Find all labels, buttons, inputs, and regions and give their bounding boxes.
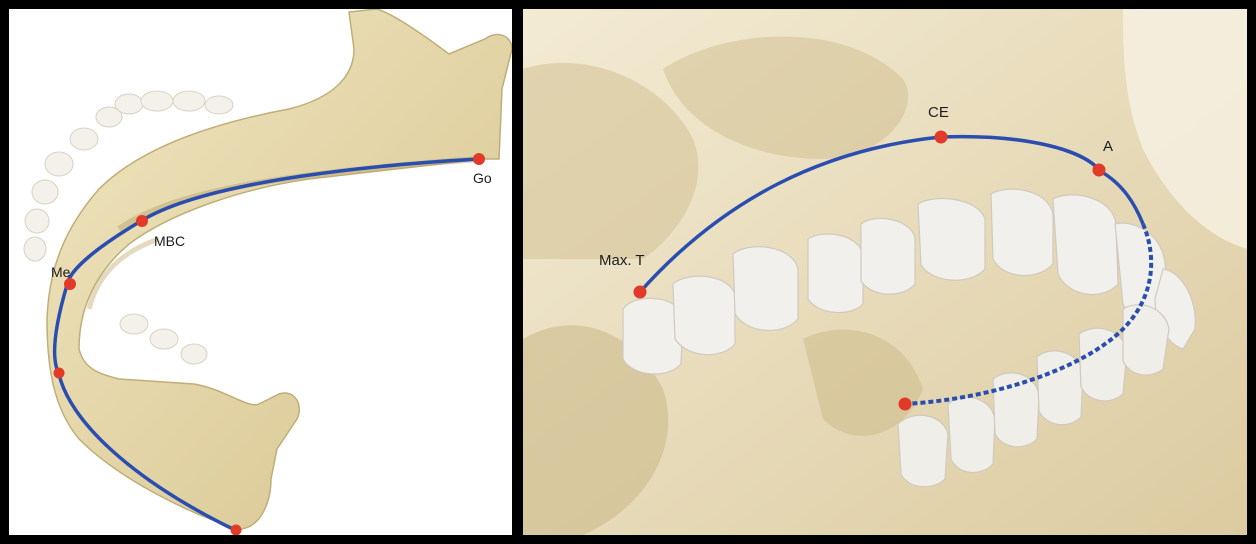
landmark-mbc-label: MBC <box>154 233 185 249</box>
landmark-max-t-dot <box>634 286 647 299</box>
mandible-illustration: Go MBC Me <box>9 9 512 535</box>
landmark-go-dot <box>473 153 485 165</box>
landmark-pog-dot <box>54 368 65 379</box>
mandible-bone <box>47 9 512 529</box>
landmark-max-t-label: Max. T <box>599 252 645 269</box>
landmark-a-label: A <box>1103 138 1113 155</box>
landmark-a-dot <box>1093 164 1106 177</box>
landmark-go-label: Go <box>473 170 492 186</box>
landmark-end-dot <box>231 525 242 536</box>
landmark-me-label: Me <box>51 264 71 280</box>
maxilla-illustration: CE A Max. T <box>523 9 1247 535</box>
landmark-lower-dot <box>899 398 912 411</box>
mandible-panel: Go MBC Me <box>9 9 512 535</box>
landmark-mbc-dot <box>136 215 148 227</box>
landmark-ce-label: CE <box>928 104 949 121</box>
maxilla-panel: CE A Max. T <box>523 9 1247 535</box>
landmark-ce-dot <box>935 131 948 144</box>
